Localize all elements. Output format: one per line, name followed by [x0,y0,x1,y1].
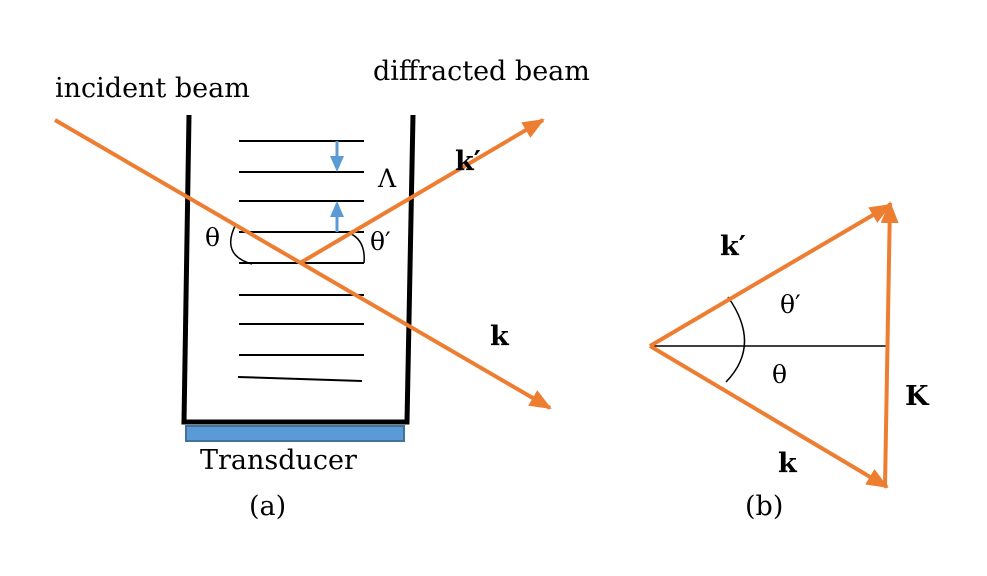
theta-prime-label-b: θ′ [780,290,801,319]
period-arrows [330,141,344,232]
theta-label-b: θ [772,360,787,389]
k-vector [648,344,889,489]
K-vector [880,201,899,487]
theta-label: θ [205,223,220,252]
k-prime-label: k′ [455,146,481,177]
diffracted-beam-label: diffracted beam [373,56,590,87]
angle-arc [725,296,746,383]
caption-a: (a) [249,491,286,522]
diffracted-beam [298,118,545,265]
theta-prime-label: θ′ [370,227,391,256]
theta-prime-arc [348,232,365,264]
container [181,114,416,425]
lambda-label: Λ [377,164,397,193]
transducer [185,425,405,442]
k-label: k [490,321,510,352]
panel-b: k′ k K θ′ θ (b) [648,201,930,522]
k-prime-label-b: k′ [720,231,746,262]
transducer-label: Transducer [200,445,357,476]
k-label-b: k [778,448,798,479]
theta-arc [230,223,253,265]
incident-beam [53,118,552,410]
caption-b: (b) [745,491,783,522]
k-prime-vector [648,203,892,348]
panel-a: incident beam diffracted beam k′ k Λ θ θ… [53,56,590,522]
K-label: K [905,381,930,412]
incident-beam-label: incident beam [55,73,250,104]
